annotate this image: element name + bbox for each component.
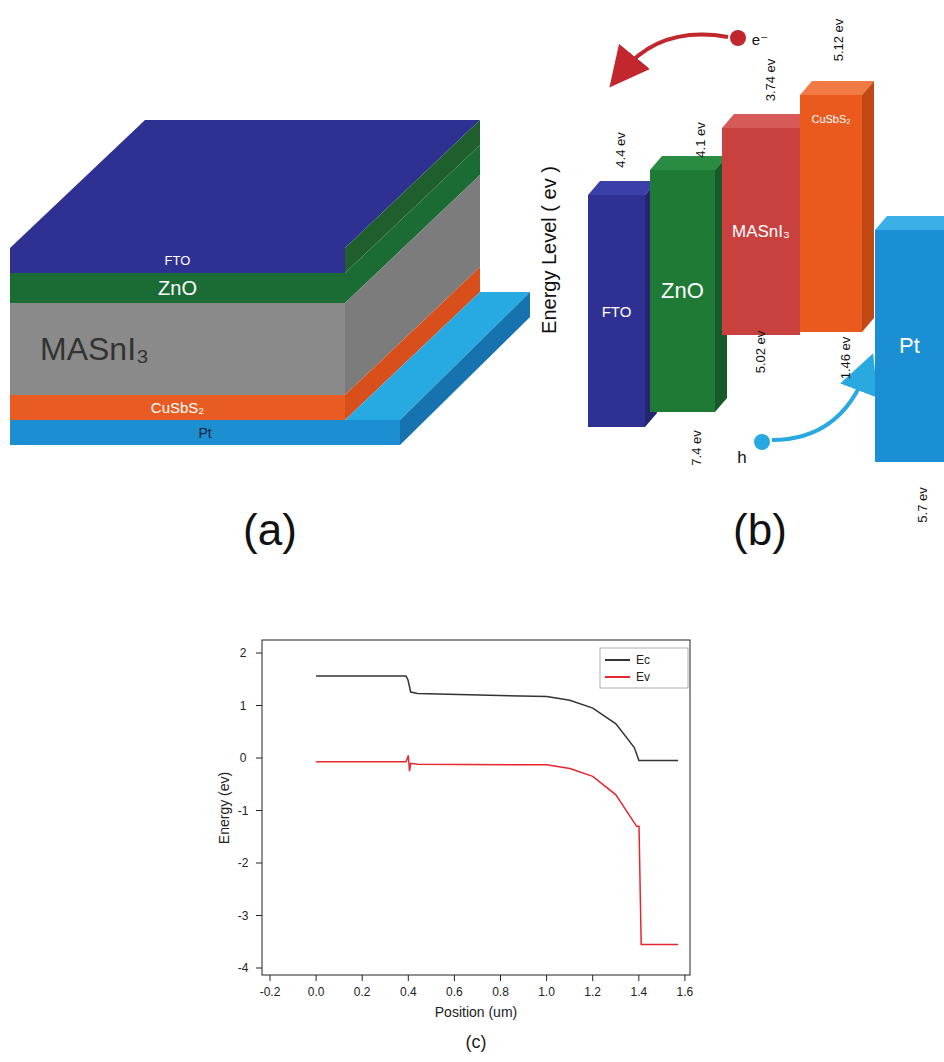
tick-label: -3 xyxy=(238,909,249,923)
panel-label: (a) xyxy=(243,505,297,555)
energy-value: 7.4 ev xyxy=(689,430,704,465)
layer-name: FTO xyxy=(165,253,191,268)
legend-text: Ev xyxy=(636,670,650,684)
hole-arrow xyxy=(772,372,866,440)
panel-label: (b) xyxy=(733,505,787,555)
electron-dot xyxy=(730,30,746,46)
panel-label: (c) xyxy=(466,1032,487,1053)
layer-box: CuSbS₂ xyxy=(800,95,862,332)
layer-name: MASnI₃ xyxy=(40,331,149,368)
tick-label: -0.2 xyxy=(260,985,281,999)
layer-name: ZnO xyxy=(158,277,197,300)
tick-label: 1.0 xyxy=(538,985,555,999)
tick-label: 0.4 xyxy=(400,985,417,999)
tick-label: 1.4 xyxy=(630,985,647,999)
tick-label: 1 xyxy=(240,699,247,713)
axis-title: Energy (ev) xyxy=(216,772,232,844)
tick-label: 0.6 xyxy=(446,985,463,999)
tick-label: 1.6 xyxy=(677,985,694,999)
layer-box: Pt xyxy=(10,420,400,445)
layer-box: MASnI₃ xyxy=(10,303,345,395)
layer-box: ZnO xyxy=(10,273,345,303)
legend-sample xyxy=(605,676,630,678)
energy-value: 5.02 ev xyxy=(753,331,768,374)
layer-name: CuSbS₂ xyxy=(811,113,850,125)
hole-dot xyxy=(754,434,770,450)
tick-label: -4 xyxy=(238,961,249,975)
layer-name: FTO xyxy=(602,303,632,320)
layer-name: CuSbS₂ xyxy=(151,399,204,416)
legend-text: Ec xyxy=(636,653,650,667)
energy-value: 4.1 ev xyxy=(693,122,708,157)
carrier-label: e⁻ xyxy=(752,31,768,49)
energy-value: 5.7 ev xyxy=(915,487,930,522)
axis-title: Position (um) xyxy=(435,1004,517,1020)
layer-box: Pt xyxy=(875,230,944,462)
energy-value: 5.12 ev xyxy=(831,19,846,62)
tick-label: 2 xyxy=(240,646,247,660)
layer-box: MASnI₃ xyxy=(722,128,800,335)
layer-name: MASnI₃ xyxy=(732,222,790,242)
tick-label: 1.2 xyxy=(584,985,601,999)
energy-value: 1.46 ev xyxy=(838,337,853,380)
layer-box: ZnO xyxy=(650,170,715,412)
tick-label: -2 xyxy=(238,856,249,870)
layer-name: Pt xyxy=(899,333,920,359)
tick-label: 0 xyxy=(240,751,247,765)
axis-title: Energy Level ( ev ) xyxy=(538,166,561,334)
energy-value: 3.74 ev xyxy=(763,59,778,102)
energy-value: 4.4 ev xyxy=(613,132,628,167)
chart xyxy=(256,640,690,981)
layer-box: CuSbS₂ xyxy=(10,395,345,420)
tick-label: 0.2 xyxy=(354,985,371,999)
tick-label: 0.8 xyxy=(492,985,509,999)
carrier-label: h xyxy=(737,448,746,468)
layer-name: ZnO xyxy=(661,278,704,304)
layer-box: FTO xyxy=(588,195,645,427)
tick-label: -1 xyxy=(238,804,249,818)
legend-sample xyxy=(605,659,630,661)
layer-box: FTO xyxy=(10,248,345,273)
electron-arrow xyxy=(622,35,728,72)
layer-stack xyxy=(10,120,530,445)
layer-name: Pt xyxy=(198,425,211,441)
tick-label: 0.0 xyxy=(308,985,325,999)
